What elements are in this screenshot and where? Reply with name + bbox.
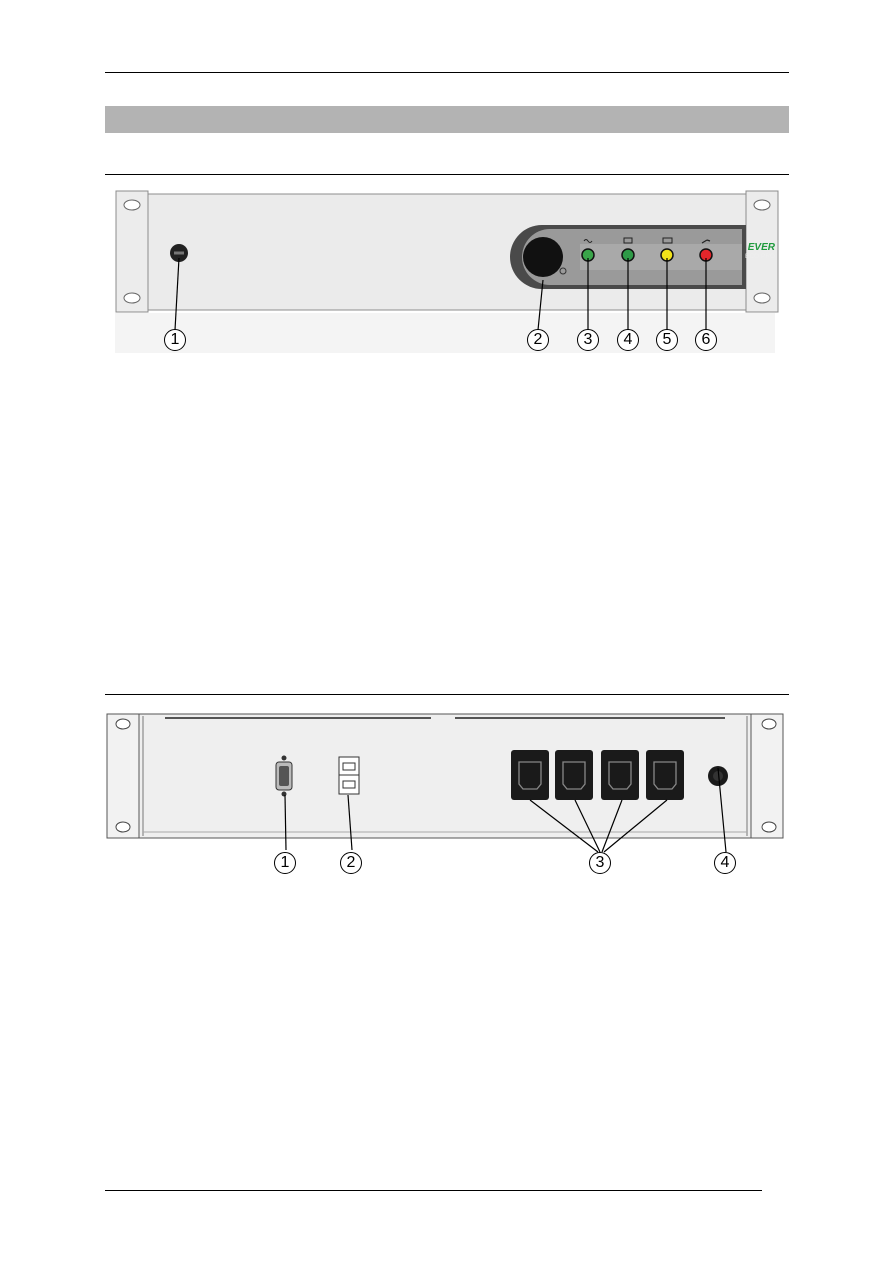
rack-hole — [753, 199, 771, 211]
ac-wave-icon — [583, 239, 593, 243]
rack-hole — [123, 199, 141, 211]
rear-callout-1: 1 — [274, 852, 296, 874]
brand-name: EVER — [747, 242, 775, 253]
outlet — [646, 750, 684, 800]
rack-hole — [123, 292, 141, 304]
brand-logo: EVER ECO PRO — [743, 243, 775, 261]
page-top-rule — [105, 72, 789, 73]
section-header-bar — [105, 106, 789, 133]
front-callout-4: 4 — [617, 329, 639, 351]
rear-callout-4: 4 — [714, 852, 736, 874]
rack-hole — [761, 718, 777, 730]
front-callout-2: 2 — [527, 329, 549, 351]
rear-panel-figure — [106, 713, 784, 839]
rear-right-rack-ear — [750, 713, 784, 839]
front-callout-6: 6 — [695, 329, 717, 351]
front-panel-figure — [115, 190, 779, 353]
outlet — [601, 750, 639, 800]
outlet — [555, 750, 593, 800]
rack-hole — [761, 821, 777, 833]
battery-icon — [623, 237, 633, 244]
rear-panel-rule — [105, 694, 789, 695]
front-callout-1: 1 — [164, 329, 186, 351]
rear-callout-3: 3 — [589, 852, 611, 874]
front-leaders — [174, 257, 707, 331]
rack-hole — [115, 821, 131, 833]
power-icon — [559, 267, 567, 275]
rear-leaders — [284, 767, 727, 853]
serial-port — [275, 755, 293, 797]
network-ports — [338, 756, 360, 795]
front-callout-3: 3 — [577, 329, 599, 351]
page-footer-rule — [105, 1190, 762, 1191]
front-panel-rule — [105, 174, 789, 175]
outlets — [511, 750, 684, 800]
front-callout-5: 5 — [656, 329, 678, 351]
rear-callout-2: 2 — [340, 852, 362, 874]
rack-hole — [753, 292, 771, 304]
brand-model: ECO PRO — [745, 253, 775, 260]
outlet — [511, 750, 549, 800]
rear-left-rack-ear — [106, 713, 140, 839]
power-button — [523, 237, 563, 277]
rack-hole — [115, 718, 131, 730]
output-icon — [662, 237, 673, 244]
wrench-icon — [701, 239, 711, 244]
